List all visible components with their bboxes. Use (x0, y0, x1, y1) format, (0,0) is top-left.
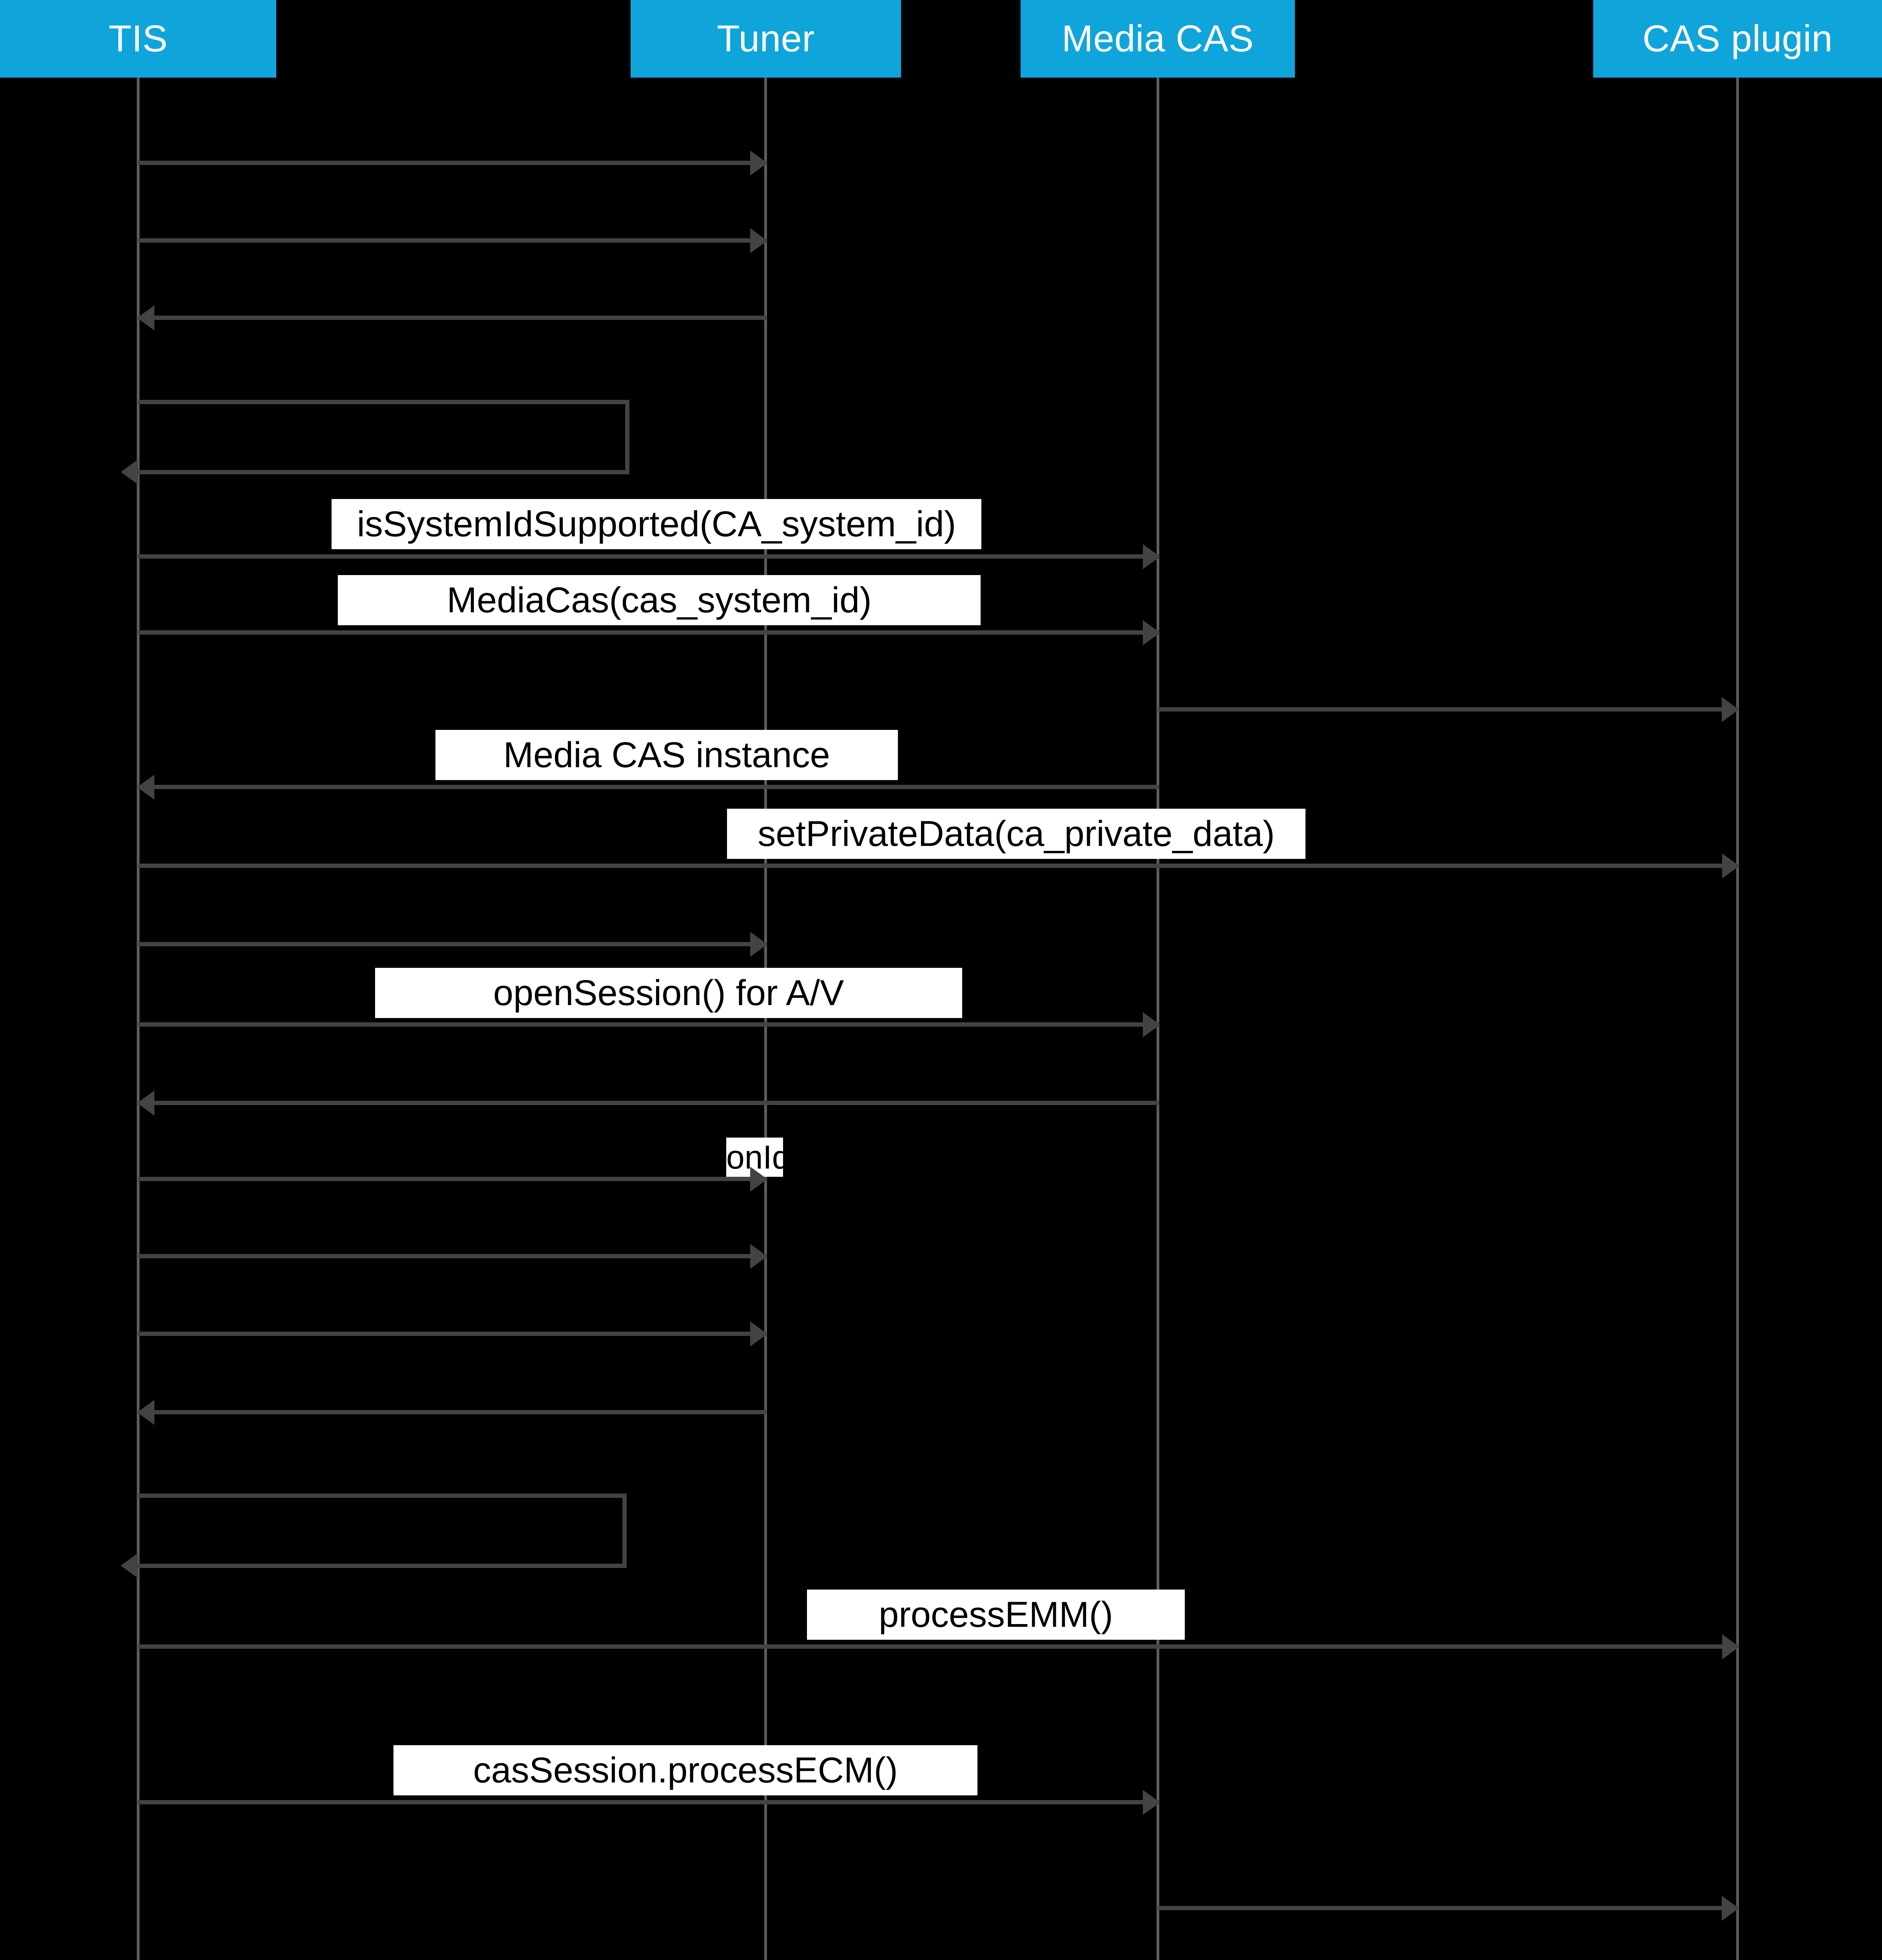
arrow-head-right-icon (1143, 1790, 1160, 1815)
arrow-line (138, 1332, 767, 1336)
message-label-5: isSystemIdSupported(CA_system_id) (332, 499, 981, 549)
message-label-9: setPrivateData(ca_private_data) (727, 809, 1305, 859)
arrow-head-right-icon (1722, 853, 1739, 878)
arrow-line (138, 1177, 767, 1181)
arrow-head-right-icon (1722, 697, 1739, 722)
message-label-19: casSession.processECM() (393, 1745, 977, 1795)
participant-header-tuner[interactable]: Tuner (631, 0, 901, 78)
arrow-line (138, 1101, 1159, 1105)
arrow-head-left-icon (137, 1091, 154, 1116)
participant-header-cas-plugin[interactable]: CAS plugin (1593, 0, 1882, 78)
arrow-line (138, 1410, 767, 1414)
arrow-head-right-icon (1722, 1896, 1739, 1921)
lifeline-cas-plugin (1736, 78, 1739, 1960)
arrow-head-right-icon (750, 1167, 767, 1192)
arrow-line (138, 161, 767, 165)
arrow-head-right-icon (750, 1244, 767, 1269)
arrow-line (138, 1644, 1739, 1649)
arrow-line (138, 316, 767, 320)
arrow-head-right-icon (1722, 1634, 1739, 1659)
lifeline-tuner (764, 78, 767, 1960)
message-label-18: processEMM() (807, 1590, 1185, 1640)
self-message-loop-17[interactable] (121, 1494, 627, 1578)
message-label-8: Media CAS instance (435, 730, 898, 780)
message-label-11: openSession() for A/V (375, 968, 962, 1018)
lifeline-tis (137, 78, 140, 1960)
arrow-line (1158, 1906, 1738, 1910)
arrow-head-left-icon (121, 459, 138, 485)
arrow-line (138, 864, 1739, 868)
arrow-line (138, 554, 1159, 559)
arrow-head-right-icon (1143, 1012, 1160, 1037)
arrow-head-right-icon (1143, 620, 1160, 645)
arrow-head-right-icon (750, 1321, 767, 1347)
participant-header-tis[interactable]: TIS (0, 0, 276, 78)
arrow-line (138, 630, 1159, 635)
arrow-head-left-icon (121, 1553, 138, 1578)
arrow-head-right-icon (750, 228, 767, 253)
participant-header-media-cas[interactable]: Media CAS (1021, 0, 1295, 78)
arrow-head-left-icon (137, 1400, 154, 1425)
arrow-head-right-icon (750, 151, 767, 176)
arrow-line (1158, 707, 1738, 711)
arrow-head-right-icon (1143, 544, 1160, 569)
arrow-line (138, 238, 767, 243)
arrow-head-left-icon (137, 305, 154, 330)
self-message-loop-4[interactable] (121, 400, 629, 485)
arrow-line (138, 942, 767, 946)
arrow-line (138, 785, 1159, 789)
arrow-line (138, 1022, 1159, 1027)
message-label-6: MediaCas(cas_system_id) (338, 575, 981, 625)
arrow-line (138, 1800, 1159, 1804)
arrow-line (138, 1254, 767, 1258)
arrow-head-left-icon (137, 775, 154, 800)
arrow-head-right-icon (750, 932, 767, 957)
